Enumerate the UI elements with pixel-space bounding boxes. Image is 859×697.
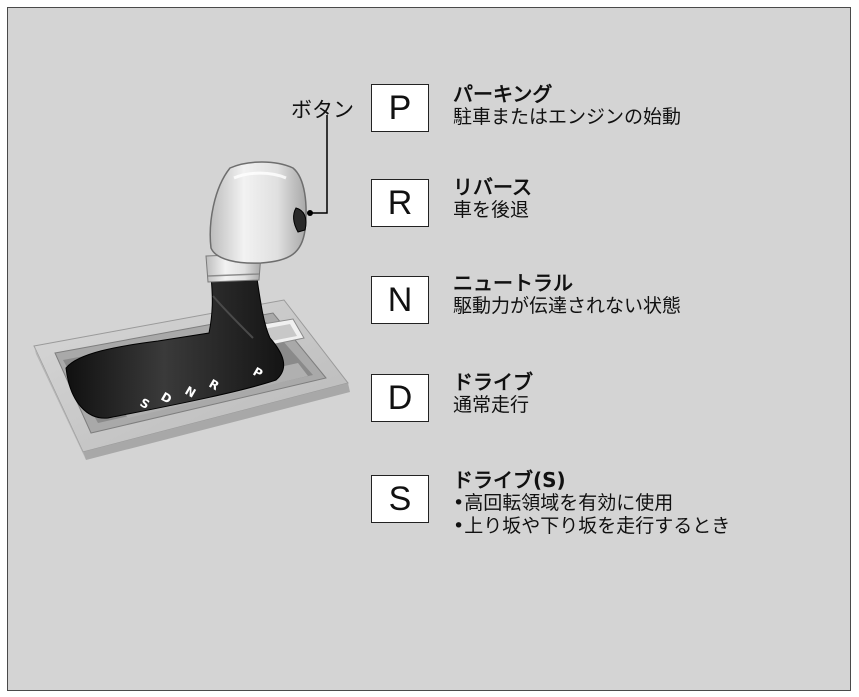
gear-box-n: N xyxy=(371,276,429,324)
mode-s-title: ドライブ(S) xyxy=(453,468,566,492)
callout-leader-line xyxy=(310,115,328,214)
mode-n-description: ニュートラル 駆動力が伝達されない状態 xyxy=(453,271,681,318)
mode-r-title: リバース xyxy=(453,175,532,199)
mode-s-description: ドライブ(S) 高回転領域を有効に使用 上り坂や下り坂を走行するとき xyxy=(453,468,730,538)
shift-boot xyxy=(65,271,285,419)
gear-box-p: P xyxy=(371,84,429,132)
gear-box-d: D xyxy=(371,374,429,422)
knob-highlight xyxy=(233,171,287,180)
gear-box-r: R xyxy=(371,179,429,227)
shift-knob xyxy=(209,161,307,264)
mode-n-title: ニュートラル xyxy=(453,271,573,295)
mode-s-line-2: 上り坂や下り坂を走行するとき xyxy=(453,515,730,538)
mode-p-description: パーキング 駐車またはエンジンの始動 xyxy=(453,82,681,129)
gear-box-s: S xyxy=(371,475,429,523)
mode-n-line-1: 駆動力が伝達されない状態 xyxy=(453,295,682,317)
release-button xyxy=(293,207,307,233)
diagram-panel: P R N D S ボタン P パーキング 駐車またはエンジンの始動 R リバー… xyxy=(7,7,851,691)
mode-r-description: リバース 車を後退 xyxy=(453,175,532,222)
mode-r-line-1: 車を後退 xyxy=(453,199,530,221)
mode-p-title: パーキング xyxy=(453,82,553,106)
mode-d-line-1: 通常走行 xyxy=(453,394,530,416)
button-callout-label: ボタン xyxy=(291,98,354,122)
callout-dot xyxy=(307,210,313,216)
shift-lever-illustration: P R N D S xyxy=(33,115,350,460)
mode-d-description: ドライブ 通常走行 xyxy=(453,370,533,417)
boot-seam xyxy=(212,295,254,339)
mode-d-title: ドライブ xyxy=(453,370,533,394)
mode-p-line-1: 駐車またはエンジンの始動 xyxy=(453,106,682,128)
mode-s-line-1: 高回転領域を有効に使用 xyxy=(453,492,730,515)
